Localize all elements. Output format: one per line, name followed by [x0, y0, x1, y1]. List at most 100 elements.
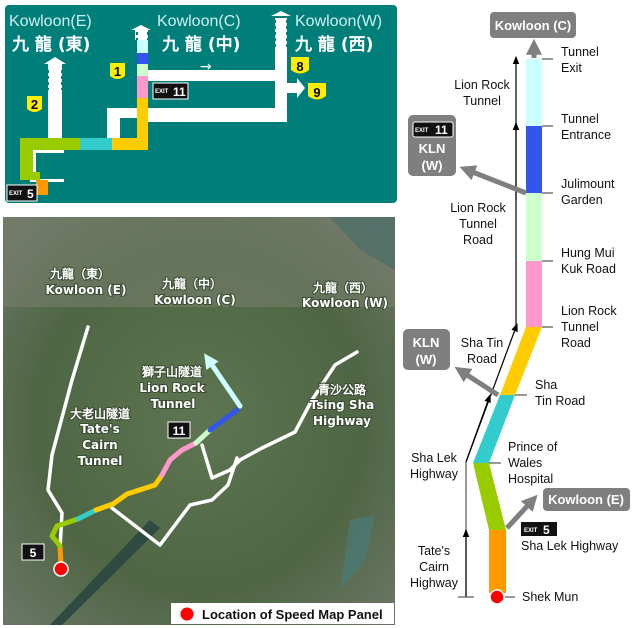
svg-text:11: 11	[173, 85, 186, 99]
map-label-kowloon-c-zh: 九龍（中）	[161, 276, 222, 291]
svg-text:(W): (W)	[416, 352, 437, 367]
map-label-kowloon-e-en: Kowloon (E)	[46, 283, 127, 297]
map-label-tates-cairn-tunnel-en-2: Cairn	[82, 438, 117, 452]
map-label-kowloon-w-zh: 九龍（西）	[312, 280, 373, 295]
map-label-lion-rock-tunnel-zh: 獅子山隧道	[141, 364, 202, 379]
map-white-roads	[46, 325, 359, 550]
svg-text:Kowloon (E): Kowloon (E)	[548, 492, 624, 507]
section-lion-rock-tunnel-1: Lion Rock	[454, 78, 510, 92]
map-label-tates-cairn-tunnel-en-3: Tunnel	[78, 454, 123, 468]
point-tunnel-exit-1: Tunnel	[561, 45, 599, 59]
map-speed-route	[49, 353, 243, 569]
svg-text:(W): (W)	[422, 158, 443, 173]
map-label-kowloon-w-en: Kowloon (W)	[302, 296, 388, 310]
map-label-lion-rock-tunnel-en-2: Tunnel	[151, 397, 196, 411]
map-label-kowloon-e-zh: 九龍（東）	[49, 266, 110, 281]
schematic-point-labels: Tunnel Exit Tunnel Entrance Julimount Ga…	[508, 45, 617, 604]
sign-dest-kowloon-c-zh: 九 龍 (中)	[161, 34, 240, 55]
section-sha-tin-road-1: Sha Tin	[461, 336, 503, 350]
svg-text:11: 11	[435, 123, 448, 137]
point-prince-of-wales-3: Hospital	[508, 472, 553, 486]
aerial-map: 九龍（東） Kowloon (E) 九龍（中） Kowloon (C) 九龍（西…	[3, 217, 395, 625]
point-prince-of-wales-1: Prince of	[508, 440, 558, 454]
callout-kowloon-e: Kowloon (E)	[505, 488, 630, 530]
svg-text:11: 11	[173, 424, 186, 438]
legend-text: Location of Speed Map Panel	[202, 607, 383, 622]
map-exit-5-badge: 5	[21, 543, 45, 561]
svg-text:1: 1	[114, 64, 121, 79]
map-label-tates-cairn-tunnel-zh: 大老山隧道	[70, 406, 130, 421]
map-legend: Location of Speed Map Panel	[171, 603, 394, 624]
map-exit-11-badge: 11	[167, 421, 191, 439]
point-sha-tin-road-2: Tin Road	[535, 394, 585, 408]
point-tunnel-entrance-2: Entrance	[561, 128, 611, 142]
schematic-direction-line	[458, 55, 520, 598]
point-lion-rock-road-3: Road	[561, 336, 591, 350]
point-shek-mun: Shek Mun	[522, 590, 578, 604]
map-label-tates-cairn-tunnel-en-1: Tate's	[80, 422, 119, 436]
svg-text:8: 8	[296, 59, 303, 74]
section-tates-cairn-1: Tate's	[418, 544, 450, 558]
legend-red-dot-icon	[180, 607, 194, 621]
schematic-point-ticks	[489, 58, 553, 598]
schematic-panel-location-marker	[489, 589, 505, 605]
svg-text:Kowloon (C): Kowloon (C)	[495, 18, 572, 33]
section-tates-cairn-2: Cairn	[419, 560, 449, 574]
section-lion-rock-road-2: Tunnel	[459, 217, 497, 231]
map-label-tsing-sha-highway-zh: 青沙公路	[318, 382, 367, 397]
map-label-tsing-sha-highway-en-2: Highway	[313, 414, 371, 428]
svg-text:5: 5	[543, 523, 550, 537]
sign-speed-segments	[20, 40, 148, 195]
svg-text:KLN: KLN	[413, 335, 440, 350]
point-hung-mui-kuk-1: Hung Mui	[561, 246, 615, 260]
callout-kowloon-c: Kowloon (C)	[490, 12, 576, 58]
sign-dest-kowloon-w-zh: 九 龍 (西)	[294, 34, 373, 55]
route-schematic: Kowloon (C) Tunnel Exit	[403, 12, 630, 605]
section-tates-cairn-3: Highway	[410, 576, 459, 590]
callout-kln-w: KLN (W)	[403, 329, 500, 398]
point-tunnel-entrance-1: Tunnel	[561, 112, 599, 126]
point-julimount-1: Julimount	[561, 177, 615, 191]
river-channel	[50, 520, 160, 625]
section-lion-rock-road-1: Lion Rock	[450, 201, 506, 215]
sign-exit-5-badge: EXIT 5	[6, 184, 38, 202]
speed-map-panel-location-marker	[53, 561, 69, 577]
sign-dest-kowloon-c-en: Kowloon(C)	[157, 13, 241, 30]
direction-arrow-icon: →	[200, 59, 212, 75]
svg-text:EXIT: EXIT	[415, 128, 429, 134]
map-label-tsing-sha-highway-en-1: Tsing Sha	[310, 398, 374, 412]
reservoir	[340, 515, 375, 590]
svg-text:5: 5	[30, 546, 37, 560]
callout-exit-11-kln-w: EXIT 11 KLN (W)	[408, 115, 527, 196]
svg-text:KLN: KLN	[419, 141, 446, 156]
point-prince-of-wales-2: Wales	[508, 456, 542, 470]
svg-text:2: 2	[31, 97, 38, 112]
section-lion-rock-tunnel-2: Tunnel	[463, 94, 501, 108]
direction-sign-panel: Kowloon(E) 九 龍 (東) Kowloon(C) 九 龍 (中) Ko…	[5, 5, 397, 203]
sign-background	[5, 5, 397, 203]
svg-text:9: 9	[313, 85, 320, 100]
route-shield-1: 1	[110, 63, 125, 79]
svg-text:EXIT: EXIT	[9, 191, 23, 197]
svg-text:EXIT: EXIT	[524, 528, 538, 534]
section-sha-tin-road-2: Road	[467, 352, 497, 366]
schematic-speed-bar	[473, 59, 542, 605]
sign-dest-kowloon-w-en: Kowloon(W)	[295, 13, 382, 30]
route-shield-2: 2	[27, 96, 42, 112]
map-label-kowloon-c-en: Kowloon (C)	[154, 293, 236, 307]
map-label-lion-rock-tunnel-en-1: Lion Rock	[139, 381, 205, 395]
svg-text:EXIT: EXIT	[155, 89, 169, 95]
section-sha-lek-highway-2: Highway	[410, 467, 459, 481]
schematic-road-section-labels: Lion Rock Tunnel Lion Rock Tunnel Road S…	[410, 78, 511, 590]
sign-dest-kowloon-e-en: Kowloon(E)	[9, 13, 92, 30]
route-shield-8: 8	[291, 57, 309, 74]
schematic-exit-5-badge: EXIT 5 Sha Lek Highway	[521, 522, 619, 553]
exit-5-road-label: Sha Lek Highway	[521, 539, 619, 553]
point-sha-tin-road-1: Sha	[535, 378, 557, 392]
sign-exit-11-badge: EXIT 11	[152, 82, 189, 100]
section-sha-lek-highway-1: Sha Lek	[411, 451, 458, 465]
point-hung-mui-kuk-2: Kuk Road	[561, 262, 616, 276]
sign-dest-kowloon-e-zh: 九 龍 (東)	[11, 34, 90, 55]
section-lion-rock-road-3: Road	[463, 233, 493, 247]
